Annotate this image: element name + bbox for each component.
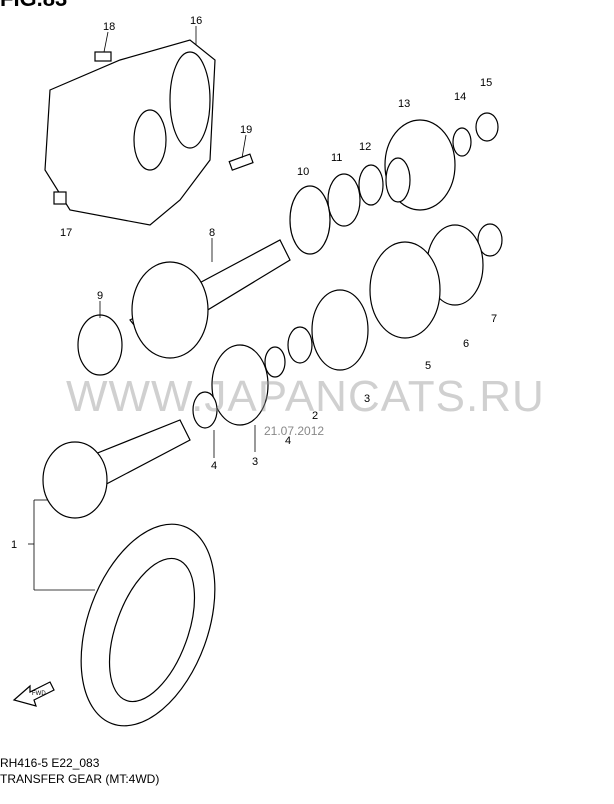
nut-15 (475, 112, 499, 142)
callout-5: 5 (425, 360, 431, 372)
callout-7: 7 (491, 313, 497, 325)
fwd-arrow-icon: FWD (12, 681, 55, 707)
plug-17 (53, 191, 67, 205)
companion-flange-13 (384, 119, 456, 211)
washer-14 (452, 127, 472, 157)
callout-9: 9 (97, 290, 103, 302)
seal-12 (358, 164, 384, 206)
callout-16: 16 (190, 15, 202, 27)
callout-3: 3 (364, 393, 370, 405)
spacer-11 (327, 173, 361, 227)
transfer-case-housing (44, 39, 216, 226)
callout-12: 12 (359, 141, 371, 153)
callout-2: 2 (312, 410, 318, 422)
callout-14: 14 (454, 91, 466, 103)
bearing-3b (211, 344, 269, 426)
diagram-code: RH416-5 E22_083 (0, 756, 100, 770)
callout-6: 6 (463, 338, 469, 350)
callout-3b: 3 (252, 456, 258, 468)
watermark: WWW.JAPANCATS.RU (66, 372, 545, 421)
callout-19: 19 (240, 124, 252, 136)
callout-18: 18 (103, 21, 115, 33)
drive-pinion-shaft-8 (129, 239, 291, 359)
figure-title: FIG.83 (0, 0, 67, 12)
bearing-3a (311, 289, 369, 371)
spacer-4a (264, 346, 286, 378)
date-stamp: 21.07.2012 (264, 424, 325, 438)
callout-1: 1 (11, 539, 17, 551)
shim-4b (192, 391, 218, 429)
callout-4: 4 (285, 435, 291, 447)
diagram-name: TRANSFER GEAR (MT:4WD) (0, 772, 160, 786)
bolt-18 (94, 51, 112, 62)
leader-lines (28, 26, 256, 591)
callout-10: 10 (297, 166, 309, 178)
callout-13: 13 (398, 98, 410, 110)
nut-7 (477, 223, 503, 257)
callout-4b: 4 (211, 460, 217, 472)
callout-15: 15 (480, 77, 492, 89)
gear-5 (369, 241, 441, 339)
bevel-gear-set-1 (42, 419, 216, 727)
bearing-10 (289, 185, 331, 255)
bearing-9 (77, 314, 123, 376)
callout-11: 11 (331, 152, 342, 164)
shim-2 (287, 326, 313, 364)
callout-8: 8 (209, 227, 215, 239)
callout-labels: 18 16 19 17 15 14 13 12 11 10 8 9 7 6 5 … (11, 15, 497, 551)
bolt-19 (228, 153, 254, 171)
callout-17: 17 (60, 227, 72, 239)
fwd-label: FWD (32, 691, 46, 697)
